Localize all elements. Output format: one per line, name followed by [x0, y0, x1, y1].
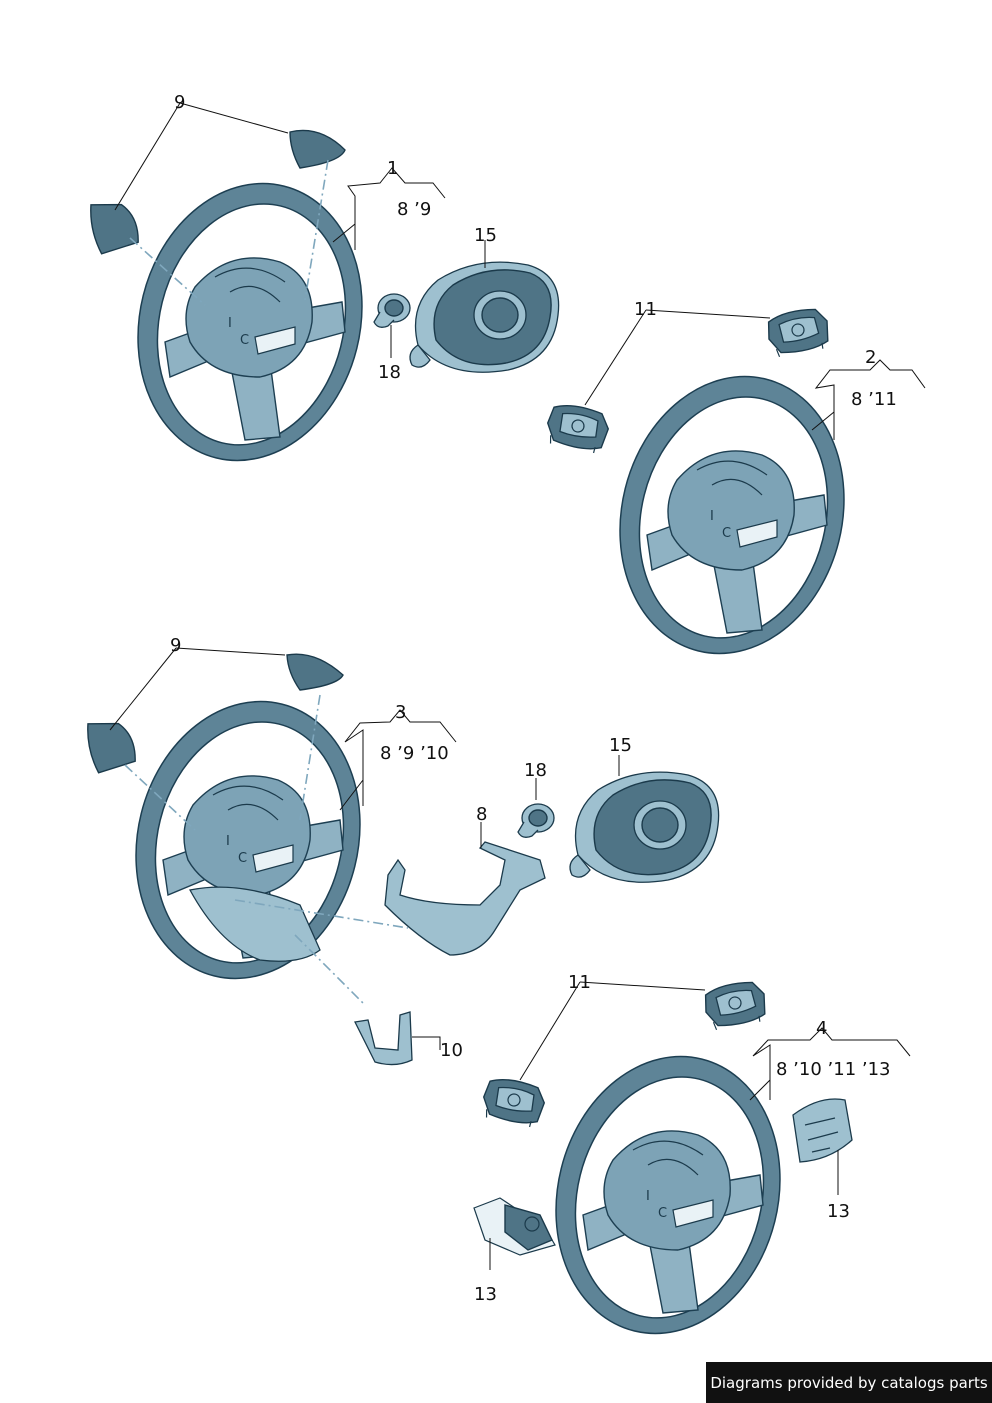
callout-3-subparts: 8 ’9 ’10	[380, 743, 449, 764]
leader-dash	[294, 934, 366, 1006]
leader-dash	[299, 694, 321, 821]
airbag-15-top	[409, 261, 560, 373]
steering-wheel-2	[590, 351, 874, 679]
steering-wheel-1	[108, 158, 392, 486]
callout-18: 18	[524, 760, 547, 781]
callout-13: 13	[827, 1201, 850, 1222]
leader-dash	[304, 159, 329, 301]
bolt-18-top	[373, 293, 411, 329]
callout-2-subparts: 8 ’11	[851, 389, 897, 410]
callout-3: 3	[395, 702, 406, 723]
switch-11-left-top	[542, 399, 613, 458]
callout-9: 9	[170, 635, 181, 656]
cover-cap-9-right	[289, 129, 346, 169]
callout-15: 15	[474, 225, 497, 246]
trim-shroud	[189, 886, 321, 962]
cover-cap-9-left-2	[84, 715, 138, 775]
callout-4-subparts: 8 ’10 ’11 ’13	[776, 1059, 891, 1080]
leader-dash	[124, 764, 196, 831]
callout-4: 4	[816, 1018, 827, 1039]
callout-1-subparts: 8 ’9	[397, 199, 431, 220]
cover-cap-9-right-2	[286, 653, 344, 691]
callout-13: 13	[474, 1284, 497, 1305]
steering-wheel-4	[526, 1031, 810, 1359]
cover-cap-9-left	[87, 196, 141, 256]
leader-dash	[234, 899, 409, 929]
switch-module-13-right	[792, 1098, 853, 1163]
trim-10	[354, 1011, 413, 1066]
switch-11-left-bottom	[478, 1073, 549, 1132]
airbag-15-bottom	[569, 771, 720, 883]
switch-module-13-left	[473, 1197, 556, 1256]
credit-banner: Diagrams provided by catalogs parts	[706, 1362, 992, 1403]
callout-1: 1	[387, 158, 398, 179]
trim-8	[384, 841, 546, 956]
switch-11-right-top	[764, 306, 832, 359]
leader-dash	[129, 237, 206, 306]
bolt-18-bottom	[517, 803, 555, 839]
callout-2: 2	[865, 347, 876, 368]
callout-8: 8	[476, 804, 487, 825]
callout-9: 9	[174, 92, 185, 113]
callout-15: 15	[609, 735, 632, 756]
switch-11-right-bottom	[701, 979, 769, 1032]
callout-10: 10	[440, 1040, 463, 1061]
callout-11: 11	[634, 299, 657, 320]
callout-18: 18	[378, 362, 401, 383]
callout-11: 11	[568, 972, 591, 993]
